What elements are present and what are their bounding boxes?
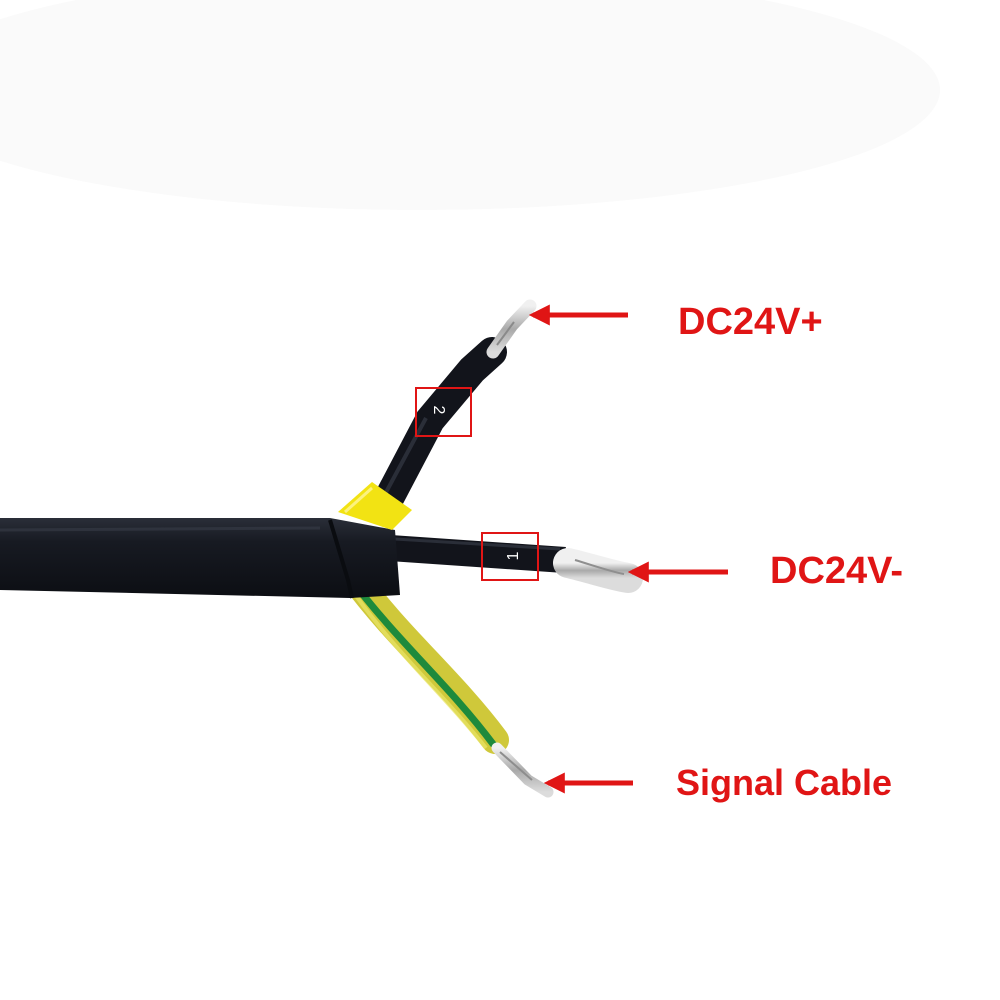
background-shadow bbox=[0, 0, 940, 210]
signal-cable-label: Signal Cable bbox=[676, 762, 893, 803]
marker-1-highlight-box bbox=[481, 532, 539, 581]
negative-wire bbox=[389, 535, 566, 573]
marker-2-text: 2 bbox=[430, 406, 447, 415]
yellow-sleeve bbox=[338, 482, 412, 530]
marker-2-highlight-box bbox=[415, 387, 472, 437]
marker-1-text: 1 bbox=[505, 551, 522, 560]
earth-wire bbox=[338, 561, 509, 754]
negative-wire-conductor bbox=[553, 548, 643, 593]
marker-2: 2 bbox=[430, 400, 449, 420]
positive-wire-conductor bbox=[486, 299, 537, 359]
marker-1: 1 bbox=[505, 551, 522, 560]
dc24v-minus-label: DC24V- bbox=[770, 550, 904, 592]
main-cable bbox=[0, 518, 400, 599]
dc24v-plus-label: DC24V+ bbox=[678, 301, 823, 343]
earth-wire-conductor bbox=[491, 742, 554, 798]
positive-wire bbox=[373, 337, 507, 515]
